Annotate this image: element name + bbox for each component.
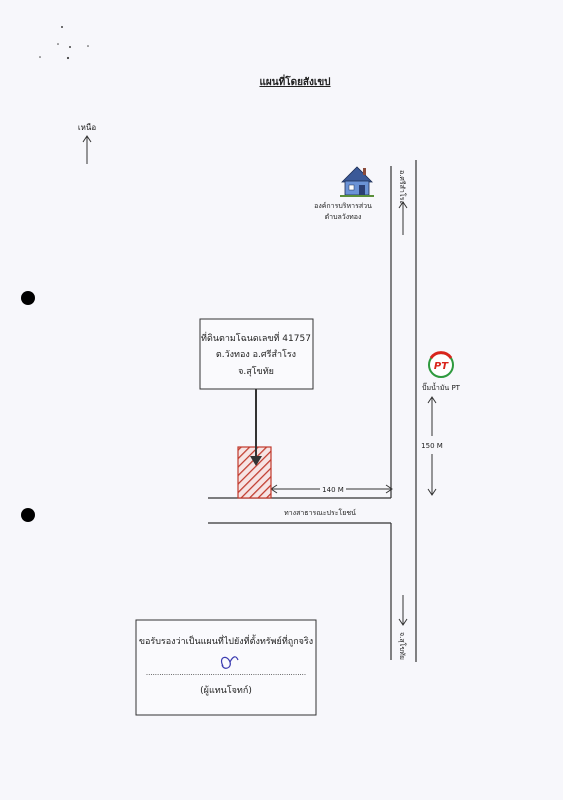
- pt-logo-text: PT: [434, 361, 449, 372]
- distance-140: 140 M: [270, 484, 393, 494]
- pt-station: PT ปั๊มน้ำมัน PT: [422, 351, 461, 392]
- punch-hole-top: [21, 291, 35, 305]
- main-road: [390, 160, 417, 662]
- tao-name-line1: องค์การบริหารส่วน: [314, 202, 372, 210]
- pt-logo-icon: PT: [428, 351, 454, 378]
- public-path-label: ทางสาธารณะประโยชน์: [284, 508, 356, 517]
- north-arrow: เหนือ: [78, 123, 96, 164]
- plot-district: ต.วังทอง อ.ศรีสำโรง: [216, 349, 296, 360]
- pt-station-label: ปั๊มน้ำมัน PT: [422, 381, 461, 392]
- map-title: แผนที่โดยสังเขป: [259, 74, 330, 88]
- road-to-sukhothai: จ.สุโขทัย: [398, 595, 408, 660]
- land-plot: [237, 446, 272, 499]
- signature-line: ........................................…: [146, 669, 306, 677]
- plot-pointer-arrow: [250, 389, 262, 466]
- plot-deed-number: ที่ดินตามโฉนดเลขที่ 41757: [201, 331, 311, 344]
- tao-office: องค์การบริหารส่วน ตำบลวังทอง: [314, 166, 374, 221]
- scan-specks: [39, 26, 89, 60]
- signer-role: (ผู้แทนโจทก์): [200, 684, 252, 696]
- road-to-srisamrong: อ.ศรีสำโรง: [398, 170, 408, 235]
- plot-province: จ.สุโขทัย: [238, 366, 274, 377]
- north-label: เหนือ: [78, 123, 96, 132]
- signature-mark: [220, 656, 239, 669]
- distance-150: 150 M: [421, 396, 443, 496]
- road-label-north: อ.ศรีสำโรง: [398, 170, 407, 204]
- plot-info-box: ที่ดินตามโฉนดเลขที่ 41757 ต.วังทอง อ.ศรี…: [199, 318, 314, 390]
- distance-140-label: 140 M: [322, 486, 344, 494]
- certify-statement: ขอรับรองว่าเป็นแผนที่ไปยังที่ตั้งทรัพย์ท…: [139, 634, 313, 647]
- tao-name-line2: ตำบลวังทอง: [325, 213, 362, 221]
- distance-150-label: 150 M: [421, 442, 443, 450]
- punch-hole-bottom: [21, 508, 35, 522]
- road-label-south: จ.สุโขทัย: [398, 632, 407, 660]
- certification-box: ขอรับรองว่าเป็นแผนที่ไปยังที่ตั้งทรัพย์ท…: [135, 619, 317, 716]
- house-icon: [340, 166, 374, 197]
